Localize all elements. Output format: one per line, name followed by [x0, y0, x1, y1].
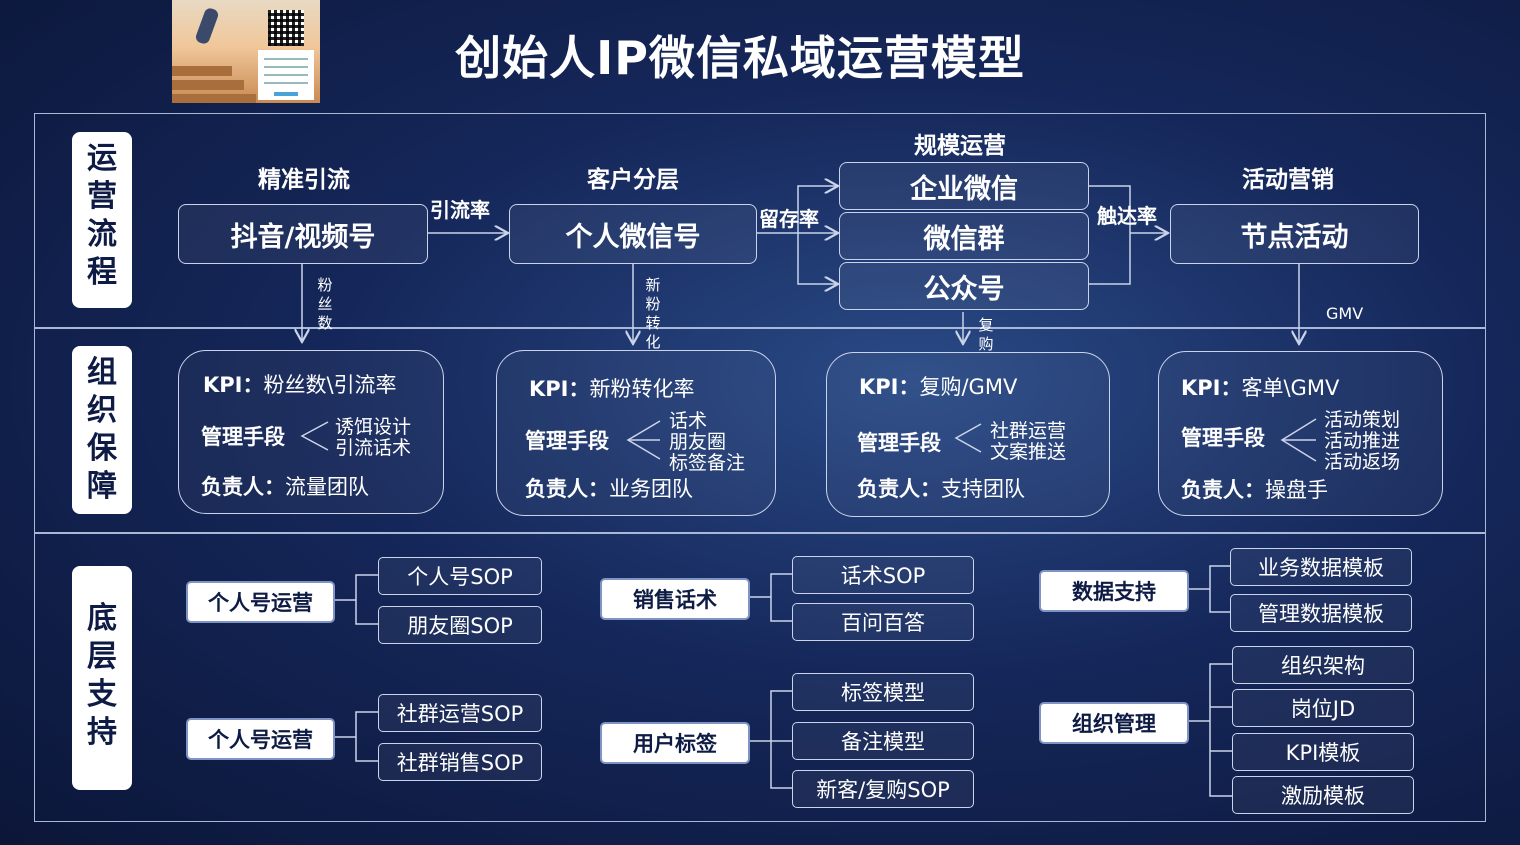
owner-line: 负责人：业务团队 — [525, 477, 693, 501]
flow-box-official-account: 公众号 — [839, 262, 1089, 310]
category-data-support: 数据支持 — [1039, 570, 1189, 612]
section-label-flow: 运营 流程 — [72, 132, 132, 308]
item-note-model: 备注模型 — [792, 722, 974, 760]
kpi-line: KPI：客单\GMV — [1181, 376, 1340, 400]
item-faq: 百问百答 — [792, 603, 974, 641]
stair-step-shape — [172, 94, 256, 103]
category-org-management: 组织管理 — [1039, 702, 1189, 744]
stage-head-segmentation: 客户分层 — [587, 167, 679, 193]
kpi-card-repurchase: KPI：复购/GMV 管理手段 社群运营文案推送 负责人：支持团队 — [826, 352, 1110, 517]
means-label: 管理手段 — [857, 431, 941, 455]
flow-box-node-campaign: 节点活动 — [1170, 204, 1419, 264]
item-community-ops-sop: 社群运营SOP — [378, 694, 542, 732]
org-section — [34, 327, 1486, 534]
owner-line: 负责人：操盘手 — [1181, 478, 1328, 502]
kpi-card-traffic: KPI：粉丝数\引流率 管理手段 诱饵设计引流话术 负责人：流量团队 — [178, 350, 444, 514]
down-label-gmv: GMV — [1326, 304, 1364, 323]
down-label-repurchase: 复购 — [978, 316, 994, 353]
item-community-sales-sop: 社群销售SOP — [378, 743, 542, 781]
flow-box-douyin: 抖音/视频号 — [178, 204, 428, 264]
item-job-jd: 岗位JD — [1232, 689, 1414, 727]
item-incentive-template: 激励模板 — [1232, 776, 1414, 814]
section-label-org: 组织 保障 — [72, 346, 132, 514]
item-personal-sop: 个人号SOP — [378, 557, 542, 595]
kpi-card-conversion: KPI：新粉转化率 管理手段 话术朋友圈标签备注 负责人：业务团队 — [496, 350, 776, 516]
stage-head-traffic: 精准引流 — [258, 167, 350, 193]
qr-code-icon — [268, 10, 304, 46]
flow-box-personal-wechat: 个人微信号 — [509, 204, 757, 264]
kpi-line: KPI：粉丝数\引流率 — [203, 373, 397, 397]
means-list: 诱饵设计引流话术 — [335, 416, 412, 459]
item-script-sop: 话术SOP — [792, 556, 974, 594]
owner-line: 负责人：流量团队 — [201, 475, 369, 499]
arrow-label-traffic-rate: 引流率 — [430, 198, 490, 222]
category-personal-ops-1: 个人号运营 — [186, 581, 335, 623]
item-management-data-template: 管理数据模板 — [1230, 594, 1412, 632]
means-label: 管理手段 — [201, 425, 285, 449]
stage-head-campaign: 活动营销 — [1242, 167, 1334, 193]
item-tag-model: 标签模型 — [792, 673, 974, 711]
kpi-card-campaign: KPI：客单\GMV 管理手段 活动策划活动推进活动返场 负责人：操盘手 — [1158, 351, 1443, 516]
means-label: 管理手段 — [1181, 426, 1265, 450]
arrow-label-retention-rate: 留存率 — [759, 207, 819, 231]
stair-step-shape — [172, 66, 232, 76]
item-business-data-template: 业务数据模板 — [1230, 548, 1412, 586]
item-org-structure: 组织架构 — [1232, 646, 1414, 684]
category-user-tags: 用户标签 — [600, 722, 750, 764]
category-personal-ops-2: 个人号运营 — [186, 718, 335, 760]
means-list: 社群运营文案推送 — [990, 420, 1067, 463]
stair-step-shape — [172, 80, 244, 90]
flow-section — [34, 113, 1486, 329]
means-list: 活动策划活动推进活动返场 — [1324, 409, 1401, 473]
category-sales-script: 销售话术 — [600, 578, 750, 620]
arrow-label-reach-rate: 触达率 — [1097, 204, 1157, 228]
flyer-card — [258, 50, 314, 100]
item-kpi-template: KPI模板 — [1232, 733, 1414, 771]
means-list: 话术朋友圈标签备注 — [669, 410, 746, 474]
kpi-line: KPI：复购/GMV — [859, 375, 1018, 399]
owner-line: 负责人：支持团队 — [857, 477, 1025, 501]
base-section — [34, 532, 1486, 822]
down-label-fans: 粉丝数 — [317, 276, 333, 332]
page-title: 创始人IP微信私域运营模型 — [455, 31, 1025, 85]
flow-box-wechat-group: 微信群 — [839, 212, 1089, 260]
flow-box-wecom: 企业微信 — [839, 162, 1089, 210]
means-label: 管理手段 — [525, 429, 609, 453]
stage-head-scale-ops: 规模运营 — [914, 133, 1006, 159]
promo-thumbnail-image — [172, 0, 320, 103]
down-label-new-fan-conversion: 新粉转化 — [645, 276, 661, 351]
item-moments-sop: 朋友圈SOP — [378, 606, 542, 644]
item-new-repurchase-sop: 新客/复购SOP — [792, 770, 974, 808]
section-label-base: 底层 支持 — [72, 566, 132, 790]
kpi-line: KPI：新粉转化率 — [529, 377, 695, 401]
